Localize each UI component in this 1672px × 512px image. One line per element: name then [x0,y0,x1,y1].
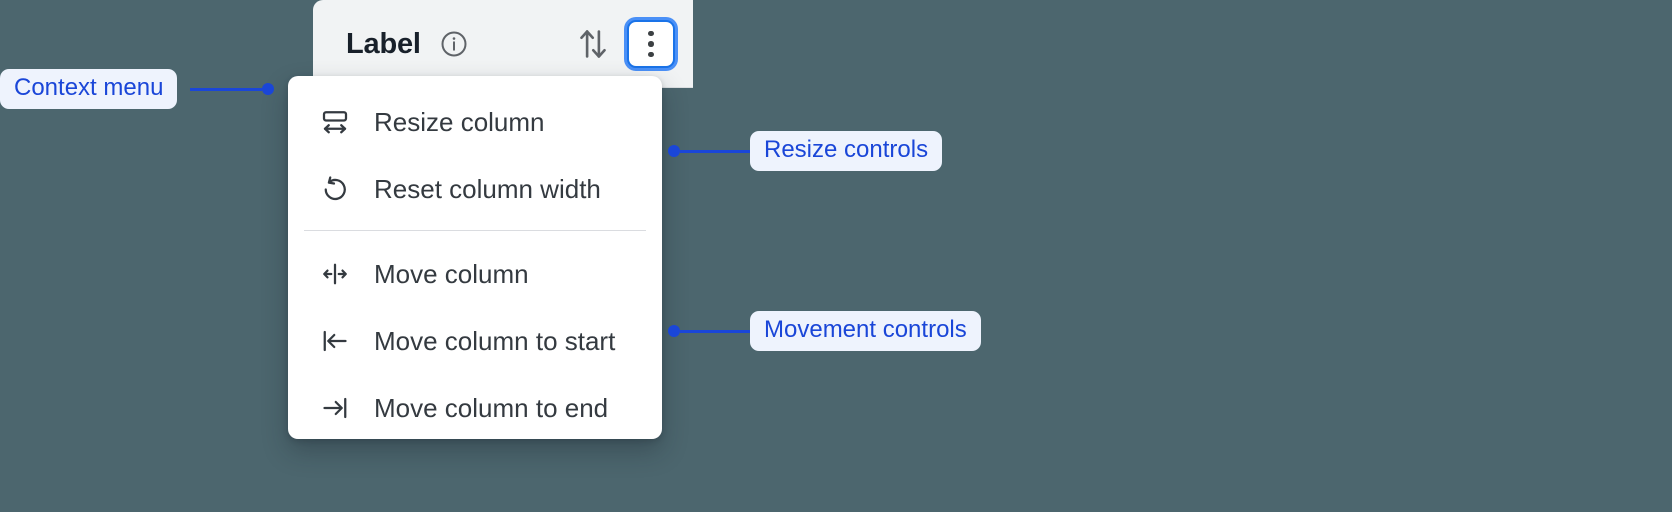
annotation-label: Context menu [0,69,178,109]
menu-item-label: Move column to end [374,392,609,423]
annotation-movement-controls: Movement controls [668,311,981,351]
menu-item-move-column-to-end[interactable]: Move column to end [288,374,662,441]
annotation-resize-controls: Resize controls [668,131,943,171]
menu-item-label: Resize column [374,106,545,137]
annotation-leader-line [680,329,750,333]
annotation-endpoint-dot [668,325,680,337]
menu-item-label: Reset column width [374,173,601,204]
menu-item-move-column[interactable]: Move column [288,240,662,307]
kebab-dot [648,30,654,37]
menu-divider [304,230,646,231]
move-column-icon [320,259,350,289]
page-title: Label [346,27,421,60]
annotation-context-menu: Context menu [0,69,275,109]
menu-item-label: Move column [374,258,529,289]
sort-updown-icon[interactable] [576,24,610,64]
annotation-endpoint-dot [262,83,275,95]
context-menu-panel[interactable]: Resize column Reset column width Move co… [288,76,662,439]
column-header[interactable]: Label [313,0,693,88]
menu-item-move-column-to-start[interactable]: Move column to start [288,307,662,374]
menu-item-label: Move column to start [374,325,616,356]
kebab-dot [648,51,654,58]
reset-width-icon [320,174,350,204]
kebab-dot [648,41,654,47]
menu-item-reset-column-width[interactable]: Reset column width [288,155,662,222]
info-circle-icon[interactable] [439,29,469,59]
annotation-endpoint-dot [668,145,680,157]
annotation-leader-line [190,87,263,91]
move-to-end-icon [320,393,350,423]
menu-item-resize-column[interactable]: Resize column [288,88,662,155]
annotation-leader-line [680,149,750,153]
annotation-label: Resize controls [750,131,943,171]
annotation-label: Movement controls [750,311,981,351]
resize-column-icon [320,107,350,137]
move-to-start-icon [320,326,350,356]
kebab-menu-button[interactable] [627,20,675,68]
